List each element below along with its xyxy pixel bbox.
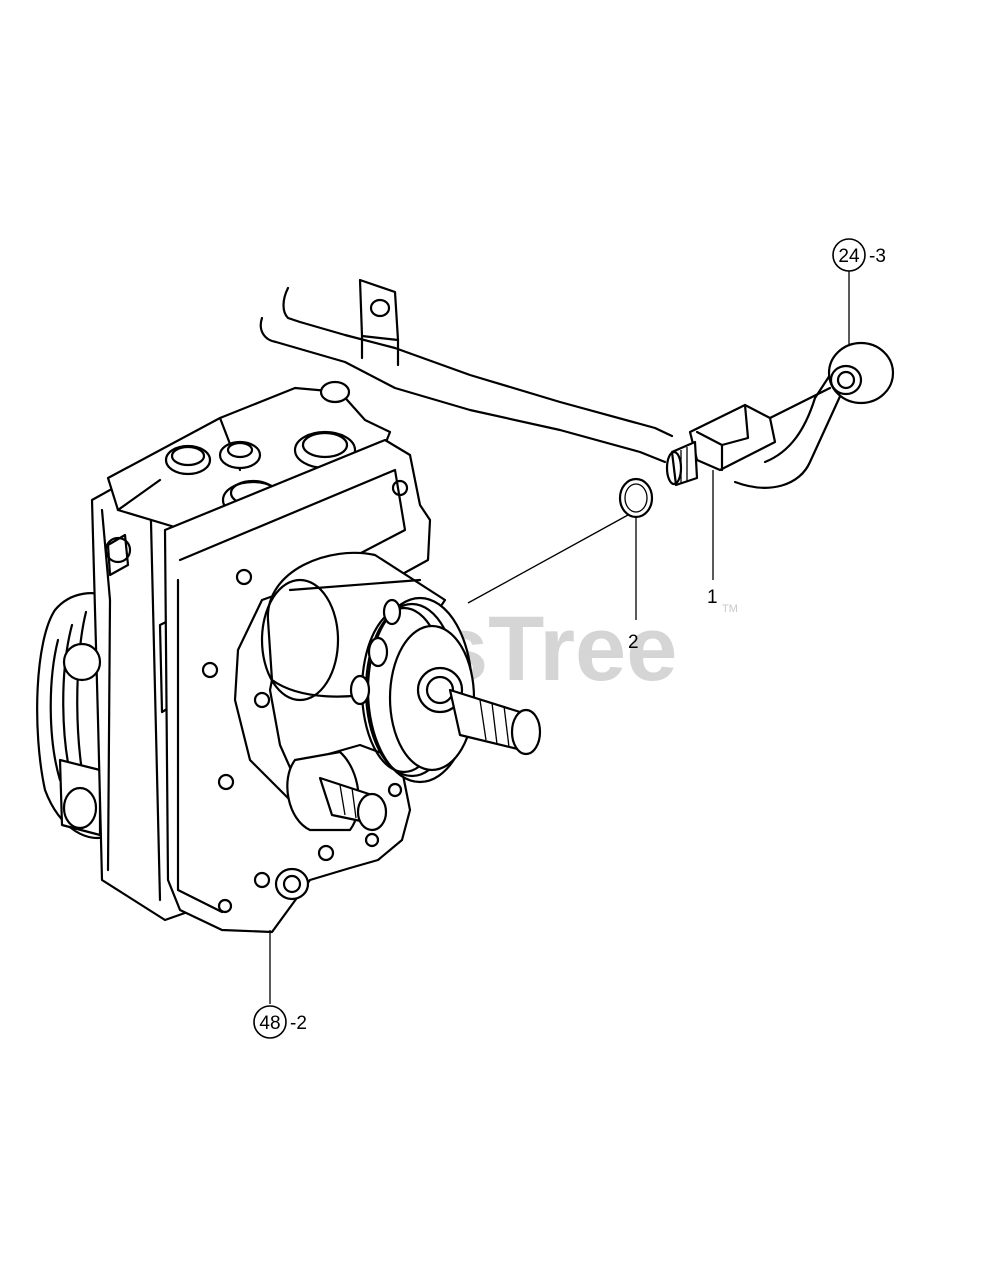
banjo-pipe <box>733 341 895 489</box>
adaptor-fitting <box>665 403 777 487</box>
callout-1-label: 1 <box>707 587 718 608</box>
callout-1: 1 <box>707 587 718 608</box>
fuel-pipe <box>259 278 674 464</box>
callout-ref-24-suffix: -3 <box>869 246 886 267</box>
o-ring <box>618 477 654 519</box>
callout-2-label: 2 <box>628 632 639 653</box>
callout-2: 2 <box>628 632 639 653</box>
callout-bubble <box>832 238 866 272</box>
watermark-tm: TM <box>722 603 738 615</box>
fuel-pump-assembly <box>36 380 542 934</box>
callout-bubble <box>253 1005 287 1039</box>
callout-ref-24-3: 24 -3 <box>832 238 886 272</box>
callout-ref-48-suffix: -2 <box>290 1013 307 1034</box>
callout-ref-48: 48 <box>259 1013 280 1034</box>
callout-ref-24: 24 <box>838 246 860 267</box>
leader-lines <box>269 270 850 1004</box>
callout-ref-48-2: 48 -2 <box>253 1005 307 1039</box>
